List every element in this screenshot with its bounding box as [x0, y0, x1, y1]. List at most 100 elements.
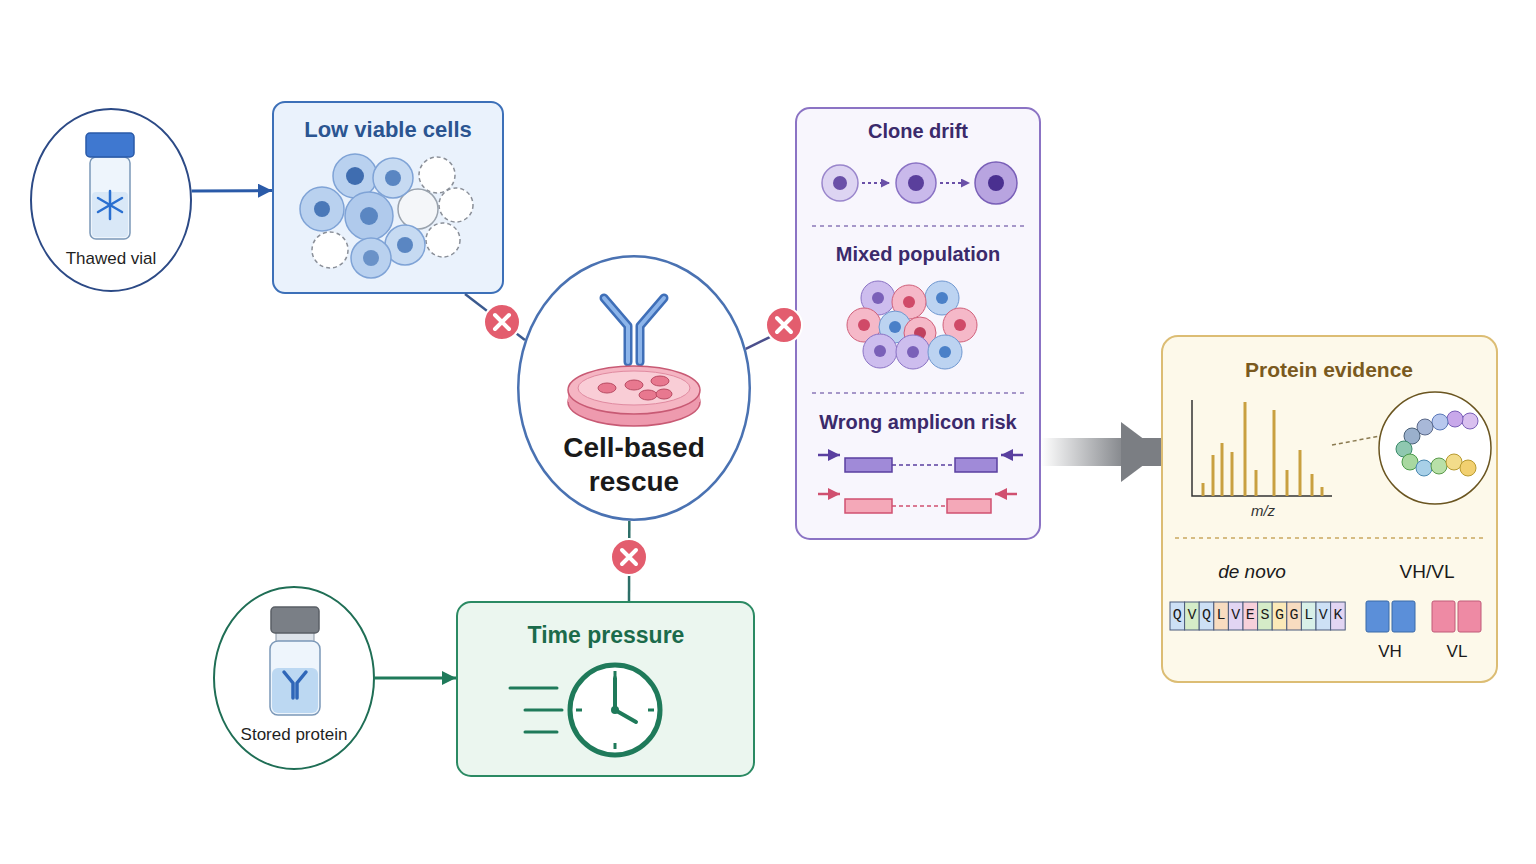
source-circle: Stored protein	[213, 586, 375, 770]
clone-cell	[896, 163, 936, 203]
peak	[1244, 402, 1247, 496]
node-shape	[796, 108, 1040, 539]
node-title: Protein evidence	[1179, 357, 1479, 382]
amplicon-segment	[845, 499, 892, 513]
live-cell	[385, 225, 425, 265]
residue-bead	[1416, 460, 1432, 476]
node-shape	[518, 256, 750, 520]
dead-cell	[426, 223, 460, 257]
live-cell	[333, 154, 377, 198]
clone-drift-icon	[822, 162, 1017, 204]
dying-cell	[398, 189, 438, 229]
constraint-box: Time pressure	[456, 601, 755, 777]
marker-cross	[777, 318, 791, 332]
dish-cell	[598, 383, 616, 393]
residue-bead	[1460, 460, 1476, 476]
dish-cell	[656, 389, 672, 399]
cell-nucleus	[360, 207, 378, 225]
peak	[1221, 443, 1224, 496]
amplicon-segment	[845, 458, 892, 472]
residue-cell	[1199, 602, 1214, 630]
vial-liquid	[92, 192, 128, 237]
node-title: Clone drift	[803, 119, 1033, 143]
spectrum-axes	[1192, 400, 1332, 496]
peak	[1273, 410, 1276, 496]
residue-cell	[1258, 602, 1273, 630]
vl-domain	[1458, 601, 1481, 632]
mixed-cell	[863, 334, 897, 368]
clock-hands	[615, 678, 636, 722]
dead-cell	[419, 157, 455, 193]
clock-tick	[614, 743, 617, 749]
node-outline	[795, 107, 1041, 540]
cell-nucleus	[874, 345, 886, 357]
vial-cap	[271, 607, 319, 633]
dish-wall	[568, 390, 700, 402]
residue-cell	[1316, 602, 1331, 630]
protein-vial-icon	[270, 607, 320, 715]
peak	[1202, 483, 1205, 496]
mixed-cell	[896, 335, 930, 369]
evidence-panel: Protein evidence	[1161, 335, 1498, 683]
primer-arrow	[818, 493, 840, 496]
dish-medium	[578, 371, 690, 405]
cell-nucleus	[908, 175, 924, 191]
central-circle: Cell-based rescue	[517, 255, 751, 521]
failure-marker	[766, 307, 802, 343]
peak	[1321, 487, 1324, 496]
blocked-link	[465, 294, 525, 340]
node-title: Stored protein	[219, 725, 369, 745]
cell-nucleus	[872, 292, 884, 304]
marker-cross	[495, 315, 509, 329]
residue-bead	[1402, 454, 1418, 470]
petri-dish	[568, 366, 700, 426]
mixed-cell	[904, 317, 936, 349]
section-divider	[812, 392, 1028, 394]
residue-bead	[1432, 414, 1448, 430]
peak	[1255, 470, 1258, 496]
antibody-icon	[604, 298, 664, 362]
residue-bead	[1404, 428, 1420, 444]
cell-nucleus	[833, 176, 847, 190]
peak	[1286, 470, 1289, 496]
marker-cross	[622, 550, 636, 564]
live-cell	[351, 238, 391, 278]
amplicon-gap	[892, 464, 955, 466]
sequence-cells	[1170, 602, 1345, 630]
cell-nucleus	[314, 201, 330, 217]
cell-nucleus	[903, 296, 915, 308]
dish-base	[568, 378, 700, 426]
peak	[1212, 455, 1215, 496]
primer-arrow	[818, 454, 840, 457]
snowflake-arm	[98, 198, 122, 212]
vh-domain	[1366, 601, 1389, 632]
blocked-link	[746, 325, 795, 349]
mass-spectrum	[1192, 400, 1332, 496]
failure-marker	[484, 304, 520, 340]
residue-cell	[1214, 602, 1229, 630]
mixed-cell	[943, 308, 977, 342]
node-shape	[273, 102, 503, 293]
mixed-cell	[879, 311, 911, 343]
clock-face	[570, 665, 660, 755]
snowflake-arm	[98, 198, 122, 212]
frozen-vial-icon	[86, 133, 134, 239]
residue-cell	[1185, 602, 1200, 630]
node-title: Low viable cells	[278, 117, 498, 143]
vial-liquid	[272, 668, 318, 713]
flow-arrow	[375, 677, 456, 680]
node-shape	[214, 587, 374, 769]
vial-neck	[276, 631, 314, 643]
node-heading: Wrong amplicon risk	[803, 410, 1033, 434]
marker-disc	[766, 307, 802, 343]
antibody-icon	[284, 672, 306, 698]
residue-cell	[1170, 602, 1185, 630]
dead-cell	[312, 232, 348, 268]
residue-bead	[1417, 419, 1433, 435]
dish-cell	[651, 376, 669, 386]
amplicon-segment	[955, 458, 997, 472]
live-cell	[373, 158, 413, 198]
node-shape	[457, 602, 754, 776]
cell-nucleus	[939, 346, 951, 358]
mixed-cell	[861, 281, 895, 315]
